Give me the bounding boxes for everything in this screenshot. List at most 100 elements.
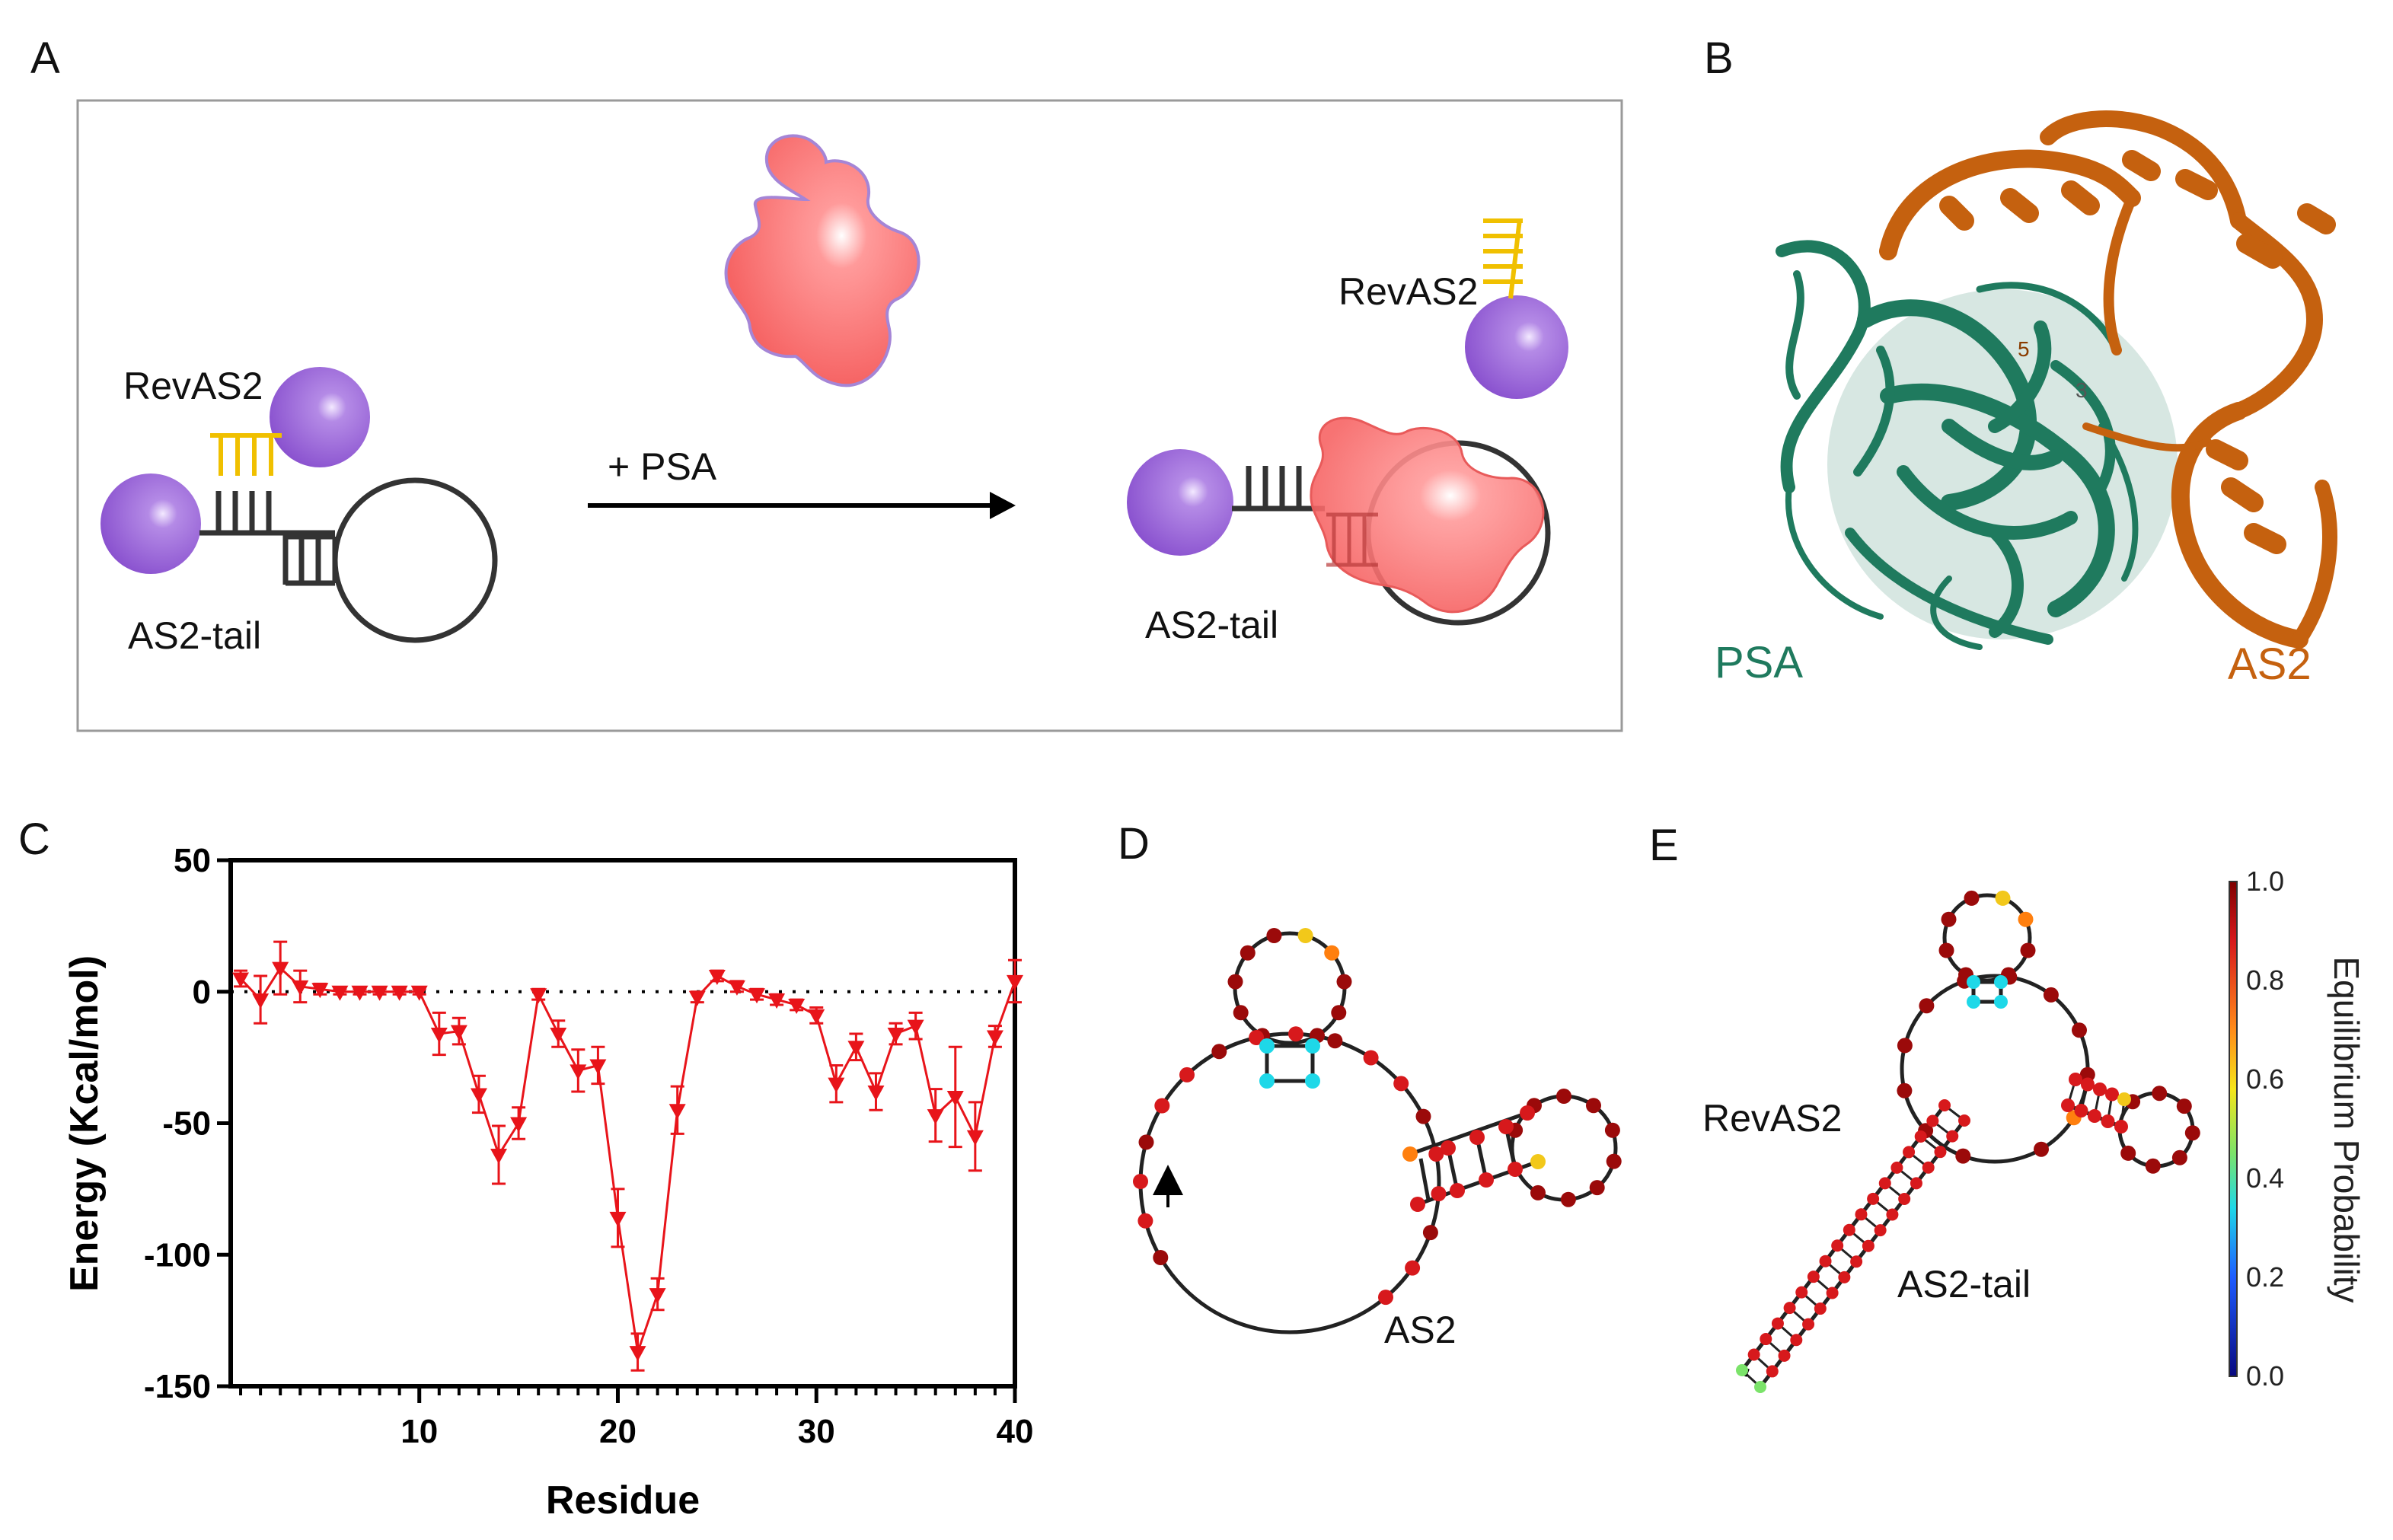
nucleotide-dot (1604, 1122, 1620, 1138)
left-revas2-strand (210, 433, 282, 476)
data-point (966, 1130, 984, 1146)
nucleotide-dot (1327, 1033, 1343, 1049)
as2-tail-nucleotides (1736, 890, 2200, 1393)
nucleotide-dot (1778, 1349, 1791, 1362)
x-tick-label: 20 (599, 1413, 637, 1450)
data-point (391, 985, 408, 1001)
data-point (668, 1104, 686, 1120)
panel-b: B (1704, 33, 2337, 689)
panel-d-letter: D (1118, 819, 1150, 869)
data-point (808, 1009, 825, 1025)
colorbar-tick: 0.6 (2246, 1063, 2284, 1095)
nucleotide-dot (1938, 1099, 1951, 1111)
revas2-region-label: RevAS2 (1702, 1097, 1842, 1140)
nucleotide-dot (1897, 1038, 1913, 1054)
nucleotide-dot (2145, 1158, 2161, 1174)
data-point (490, 1148, 508, 1164)
data-point (847, 1041, 865, 1057)
as2-residue-3: 3 (2076, 378, 2088, 402)
nucleotide-dot (2069, 1073, 2082, 1086)
data-point (887, 1028, 905, 1044)
nucleotide-dot (2034, 1141, 2049, 1157)
data-point (629, 1346, 646, 1362)
panel-d: D AS2 (1118, 819, 1622, 1351)
data-point (907, 1019, 924, 1035)
nucleotide-dot (1903, 1146, 1916, 1159)
right-revas2-label: RevAS2 (1338, 270, 1478, 313)
left-tail-label: AS2-tail (128, 614, 261, 657)
chart-marks (232, 940, 1023, 1372)
nucleotide-dot (1520, 1105, 1535, 1121)
nucleotide-dot (1862, 1239, 1875, 1252)
nucleotide-dot (1867, 1192, 1880, 1205)
left-as2-strand (199, 477, 498, 643)
data-point (708, 970, 726, 986)
nucleotide-dot (1819, 1255, 1832, 1267)
data-point (728, 980, 745, 996)
as2-residue-5: 5 (2018, 337, 2030, 361)
left-revas2-label: RevAS2 (123, 365, 263, 407)
nucleotide-dot (1137, 1213, 1153, 1229)
data-point (550, 1028, 567, 1044)
data-point (828, 1077, 845, 1093)
data-point (510, 1117, 528, 1133)
nucleotide-dot (1405, 1260, 1421, 1276)
nucleotide-dot (2101, 1114, 2115, 1128)
data-point (292, 980, 309, 996)
x-tick-label: 30 (798, 1413, 835, 1450)
nucleotide-dot (1441, 1140, 1456, 1156)
left-bead-icon (101, 473, 201, 574)
nucleotide-dot (1897, 1082, 1913, 1098)
nucleotide-dot (1843, 1223, 1855, 1236)
panel-a-letter: A (30, 33, 60, 83)
nucleotide-dot (1410, 1197, 1425, 1212)
panel-e-letter: E (1649, 821, 1679, 870)
nucleotide-dot (2093, 1082, 2107, 1096)
nucleotide-dot (1934, 1146, 1947, 1159)
nucleotide-dot (1898, 1192, 1911, 1205)
nucleotide-dot (2117, 1092, 2131, 1106)
nucleotide-dot (2105, 1087, 2119, 1102)
nucleotide-dot (1305, 1073, 1320, 1089)
colorbar-ticks: 1.0 0.8 0.6 0.4 0.2 0.0 (2246, 866, 2284, 1392)
nucleotide-dot (2072, 1022, 2087, 1038)
nucleotide-dot (1874, 1224, 1887, 1237)
data-point (788, 999, 806, 1015)
data-point (351, 985, 369, 1001)
data-point (252, 993, 270, 1009)
nucleotide-dot (1331, 1005, 1347, 1021)
nucleotide-dot (1946, 1130, 1959, 1143)
data-point (530, 988, 547, 1004)
nucleotide-dot (1297, 928, 1313, 943)
nucleotide-dot (1402, 1146, 1418, 1162)
nucleotide-dot (1530, 1154, 1546, 1169)
colorbar-gradient (2229, 881, 2238, 1377)
nucleotide-dot (1967, 995, 1980, 1009)
as2-tail-secondary-structure: RevAS2 AS2-tail (1702, 890, 2200, 1393)
nucleotide-dot (2079, 1067, 2095, 1082)
right-bead-icon (1127, 449, 1233, 556)
nucleotide-dot (1233, 1005, 1249, 1021)
nucleotide-dot (1914, 1130, 1927, 1143)
nucleotide-dot (1747, 1348, 1760, 1361)
nucleotide-dot (1855, 1208, 1868, 1221)
energy-series-line (239, 966, 1016, 1353)
as2-ribbon-structure (1879, 110, 2337, 649)
nucleotide-dot (1266, 928, 1282, 943)
nucleotide-dot (1958, 1114, 1970, 1127)
nucleotide-dot (1826, 1287, 1839, 1299)
nucleotide-dot (1886, 1208, 1899, 1221)
nucleotide-dot (2074, 1104, 2088, 1118)
nucleotide-dot (1133, 1174, 1148, 1189)
nucleotide-dot (2043, 987, 2059, 1003)
nucleotide-dot (1850, 1255, 1863, 1268)
nucleotide-dot (1530, 1184, 1546, 1200)
data-point (371, 985, 388, 1001)
data-point (1007, 974, 1023, 990)
x-tick-label: 10 (400, 1413, 438, 1450)
nucleotide-dot (2176, 1098, 2192, 1114)
nucleotide-dot (1305, 1038, 1320, 1054)
data-point (410, 985, 428, 1001)
nucleotide-dot (1138, 1134, 1154, 1150)
